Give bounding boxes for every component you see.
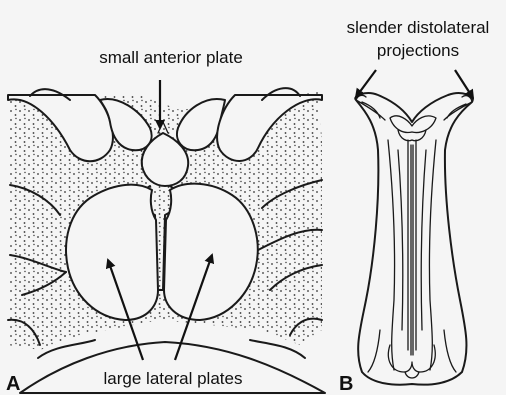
label-distolateral-line2: projections — [377, 41, 459, 60]
panel-b-drawing — [355, 93, 472, 385]
panel-letter-a: A — [6, 373, 20, 395]
panel-a-drawing — [8, 88, 325, 393]
panel-letter-b: B — [339, 373, 353, 395]
phallus-outline — [355, 93, 472, 385]
label-distolateral-line1: slender distolateral — [347, 18, 490, 37]
central-channel — [408, 140, 416, 355]
left-distolateral-projection — [356, 100, 385, 120]
label-small-anterior-plate: small anterior plate — [99, 48, 243, 67]
label-large-lateral-plates: large lateral plates — [104, 369, 243, 388]
